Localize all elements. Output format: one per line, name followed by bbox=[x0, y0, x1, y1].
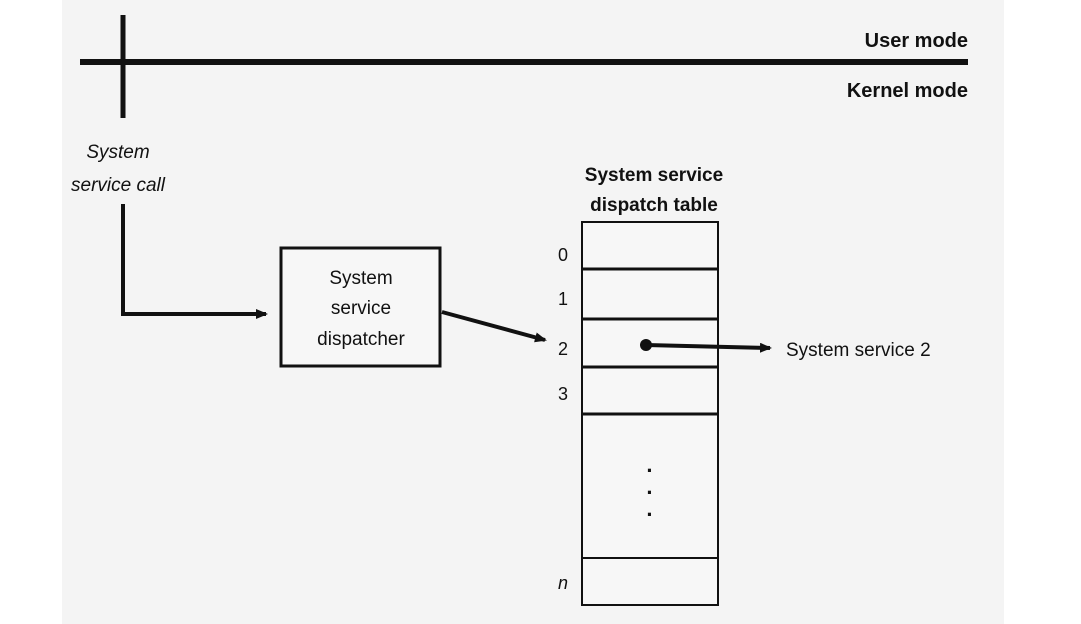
table-ellipsis-dot-3: · bbox=[646, 502, 653, 527]
dispatcher-label-line-3: dispatcher bbox=[317, 329, 405, 350]
dispatcher-label-line-1: System bbox=[329, 268, 392, 289]
dispatcher-label-line-2: service bbox=[331, 298, 391, 319]
system-service-2-label: System service 2 bbox=[786, 340, 931, 361]
kernel-mode-label: Kernel mode bbox=[847, 80, 968, 102]
dispatch-table-title-line-2: dispatch table bbox=[590, 195, 718, 216]
table-index-0: 0 bbox=[558, 245, 568, 265]
entry-2-to-service-arrow bbox=[645, 342, 772, 353]
call-to-dispatcher-arrow bbox=[121, 204, 268, 319]
user-mode-label: User mode bbox=[865, 30, 968, 52]
table-ellipsis-dot-1: · bbox=[646, 458, 653, 483]
table-index-2: 2 bbox=[558, 339, 568, 359]
service-call-label-line-1: System bbox=[86, 142, 149, 163]
dispatch-table-title-line-1: System service bbox=[585, 165, 723, 186]
table-ellipsis-dot-2: · bbox=[646, 480, 653, 505]
dispatcher-box bbox=[279, 246, 442, 368]
table-index-3: 3 bbox=[558, 384, 568, 404]
service-call-label-line-2: service call bbox=[71, 175, 166, 196]
table-index-n: n bbox=[558, 573, 568, 593]
table-index-1: 1 bbox=[558, 289, 568, 309]
dispatcher-to-table-arrow bbox=[441, 310, 547, 343]
